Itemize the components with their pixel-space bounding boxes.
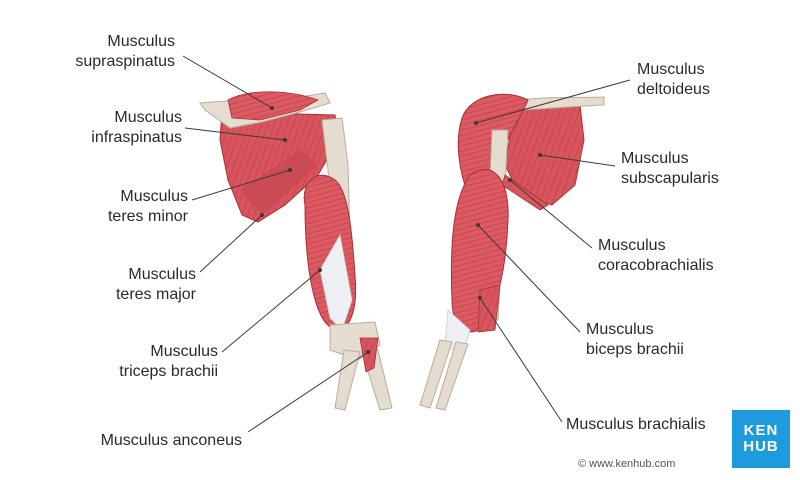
anterior-arm bbox=[420, 94, 604, 410]
label-anconeus: Musculus anconeus bbox=[101, 431, 242, 451]
kenhub-logo: KEN HUB bbox=[732, 410, 790, 468]
label-brachialis: Musculus brachialis bbox=[566, 415, 706, 435]
posterior-arm bbox=[200, 92, 392, 410]
copyright-text: © www.kenhub.com bbox=[578, 458, 675, 470]
